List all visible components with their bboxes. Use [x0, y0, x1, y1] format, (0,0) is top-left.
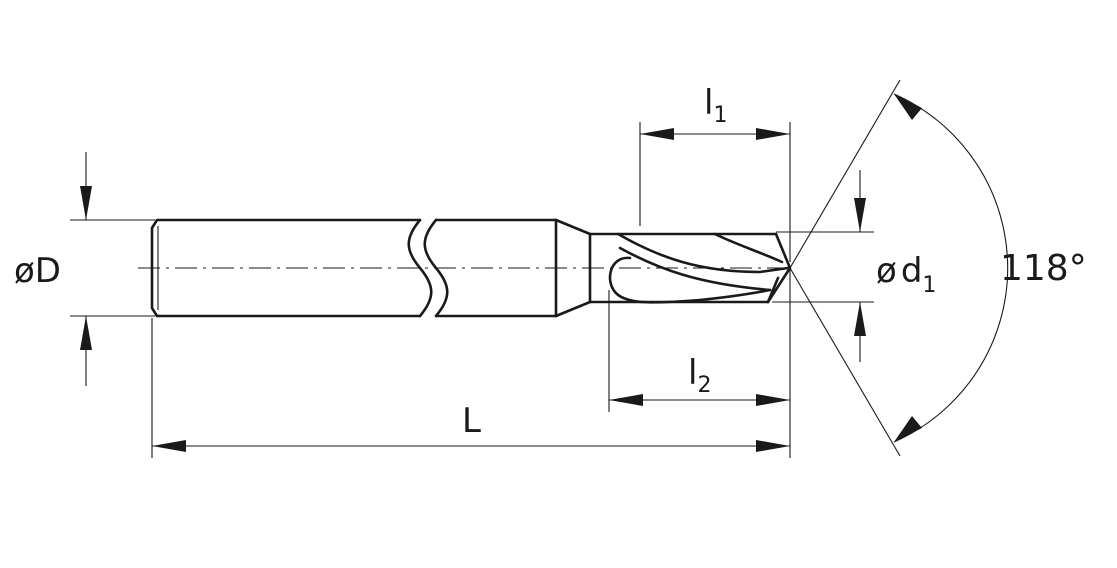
- point-angle-dimension: [789, 79, 1009, 457]
- overall-length-label: L: [462, 401, 481, 441]
- body-length-subscript: 2: [697, 373, 711, 398]
- shank-diameter-label: øD: [14, 251, 61, 291]
- tip-diameter-prefix: ø: [876, 251, 897, 291]
- shank-diameter-dimension: [70, 152, 155, 386]
- point-angle-label: 118°: [1000, 248, 1087, 289]
- tip-diameter-dimension: [772, 170, 874, 362]
- tip-diameter-symbol: d: [901, 251, 923, 291]
- flute-length-symbol: l: [704, 83, 713, 123]
- overall-length-dimension: [151, 270, 791, 458]
- body-length-label: l2: [688, 353, 711, 398]
- drill-shank: [150, 218, 592, 318]
- body-length-dimension: [608, 290, 790, 412]
- flute-length-subscript: 1: [713, 103, 727, 128]
- flute-length-label: l1: [704, 83, 727, 128]
- flute-length-dimension: [639, 122, 791, 262]
- body-length-symbol: l: [688, 353, 697, 393]
- tip-diameter-subscript: 1: [922, 273, 936, 298]
